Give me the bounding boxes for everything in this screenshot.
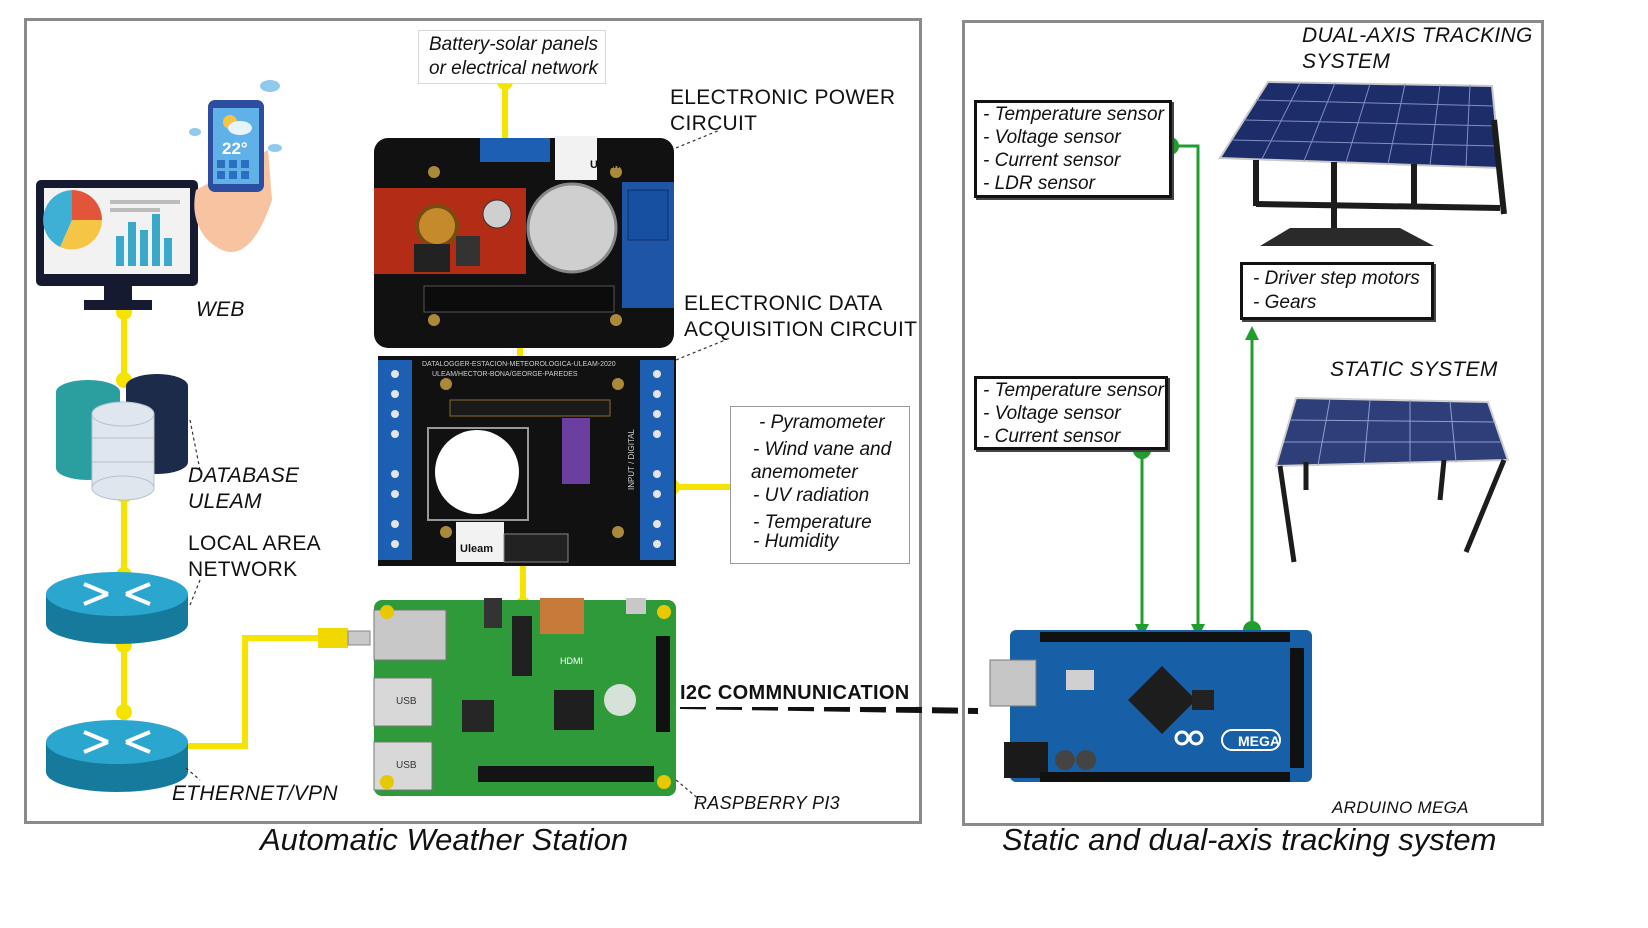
acquisition-label-1: ELECTRONIC DATA — [684, 292, 883, 315]
power-source-line-2: or electrical network — [429, 58, 598, 79]
acq-board-sub: ULEAM/HECTOR-BONA/GEORGE-PAREDES — [432, 371, 578, 378]
static-solar-panel — [1274, 396, 1510, 563]
sensor-item: - Temperature — [753, 512, 872, 533]
dual-axis-label-1: DUAL-AXIS TRACKING — [1302, 24, 1533, 47]
green-connectors — [1140, 144, 1254, 630]
lan-router-icon — [46, 572, 188, 644]
leader-lines — [185, 129, 731, 801]
sensor-item: - Pyramometer — [759, 412, 885, 433]
power-board-brand: Uleam — [590, 159, 623, 171]
static-sensor-item: - Temperature sensor — [983, 380, 1164, 401]
dual-sensors-box: - Temperature sensor - Voltage sensor - … — [974, 100, 1172, 198]
power-circuit-board — [374, 136, 674, 348]
acq-board-io: INPUT / DIGITAL — [627, 428, 636, 490]
power-circuit-label-2: CIRCUIT — [670, 112, 758, 135]
power-source-box: Battery-solar panels or electrical netwo… — [418, 30, 606, 84]
lan-label-2: NETWORK — [188, 558, 298, 581]
static-system-label: STATIC SYSTEM — [1330, 358, 1498, 381]
motors-box: - Driver step motors - Gears — [1240, 262, 1434, 320]
raspberry-label: RASPBERRY PI3 — [694, 793, 840, 813]
ethernet-plug-icon — [318, 628, 371, 648]
arduino-label: ARDUINO MEGA — [1332, 798, 1469, 817]
acq-board-brand: Uleam — [460, 543, 493, 555]
rpi-usb-text-2: USB — [396, 760, 417, 771]
dual-sensor-item: - Temperature sensor — [983, 104, 1164, 125]
dual-sensor-item: - Current sensor — [983, 150, 1121, 171]
web-label: WEB — [196, 298, 245, 321]
dual-axis-label-2: SYSTEM — [1302, 50, 1391, 73]
motor-item: - Gears — [1253, 292, 1317, 313]
acquisition-board — [378, 356, 676, 566]
sensor-item: - Humidity — [753, 531, 839, 552]
acquisition-label-2: ACQUISITION CIRCUIT — [684, 318, 918, 341]
rpi-usb-text-1: USB — [396, 696, 417, 707]
phone-hand-icon — [189, 80, 282, 252]
acq-board-header: DATALOGGER-ESTACION-METEOROLOGICA-ULEAM-… — [422, 361, 616, 368]
weather-station-caption: Automatic Weather Station — [260, 822, 629, 857]
lan-label-1: LOCAL AREA — [188, 532, 321, 555]
motor-item: - Driver step motors — [1253, 268, 1420, 289]
static-sensor-item: - Voltage sensor — [983, 403, 1121, 424]
arduino-mega-board — [989, 630, 1312, 782]
i2c-label: I2C COMMNUNICATION — [680, 680, 916, 707]
phone-temperature: 22° — [222, 139, 248, 158]
ethernet-router-icon — [46, 720, 188, 792]
ethernet-label: ETHERNET/VPN — [172, 782, 338, 805]
rpi-hdmi-text: HDMI — [560, 656, 583, 666]
dual-sensor-item: - Voltage sensor — [983, 127, 1121, 148]
tracking-system-caption: Static and dual-axis tracking system — [1002, 822, 1497, 857]
database-label-1: DATABASE — [188, 464, 300, 487]
dual-axis-solar-panel — [1218, 80, 1507, 246]
web-monitor-icon — [36, 180, 198, 310]
weather-station-panel — [24, 18, 922, 824]
power-source-line-1: Battery-solar panels — [429, 34, 598, 55]
database-label-2: ULEAM — [188, 490, 262, 513]
dual-sensor-item: - LDR sensor — [983, 173, 1095, 194]
sensor-item: - UV radiation — [753, 485, 870, 506]
static-sensor-item: - Current sensor — [983, 426, 1121, 447]
database-icon — [56, 374, 188, 501]
power-circuit-label-1: ELECTRONIC POWER — [670, 86, 896, 109]
sensor-item: - Wind vane and — [753, 439, 892, 460]
raspberry-pi-board — [373, 598, 676, 796]
sensor-item: anemometer — [751, 462, 858, 483]
sensors-box: - Pyramometer - Wind vane and anemometer… — [730, 406, 910, 564]
static-sensors-box: - Temperature sensor - Voltage sensor - … — [974, 376, 1168, 450]
arduino-board-text: MEGA — [1238, 733, 1280, 749]
tracking-system-panel — [962, 20, 1544, 826]
